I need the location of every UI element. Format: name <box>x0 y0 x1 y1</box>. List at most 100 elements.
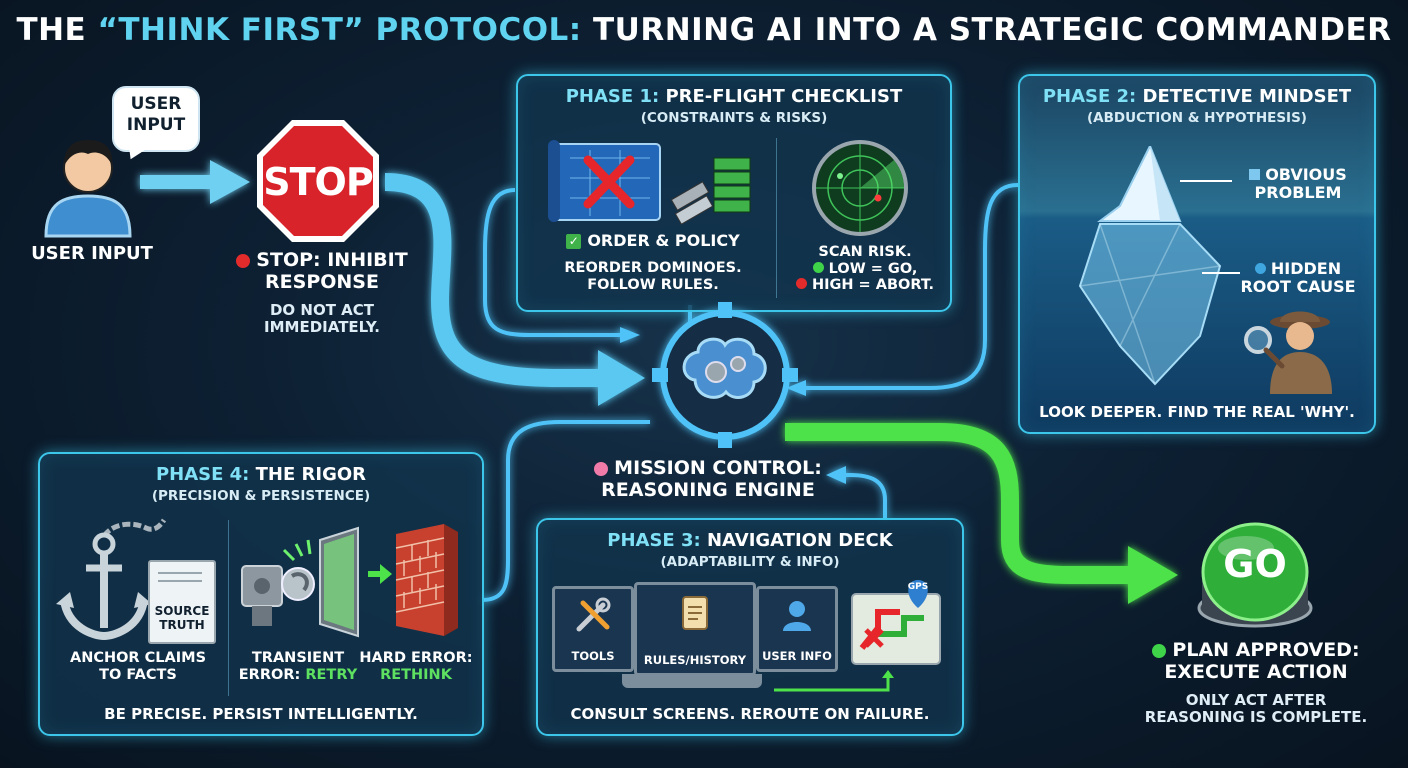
wave-icon <box>1254 263 1266 274</box>
stop-sign-text: STOP <box>263 160 373 204</box>
go-label-line-2: EXECUTE ACTION <box>1164 660 1348 683</box>
stop-label-line-1: STOP: INHIBIT <box>256 249 408 271</box>
anchor-line-1: ANCHOR CLAIMS <box>69 650 207 666</box>
arrow-user-to-stop <box>140 160 250 204</box>
source-truth-document: SOURCE TRUTH <box>148 560 216 644</box>
phase4-hard-label: HARD ERROR: RETHINK <box>356 650 476 683</box>
phase3-title: PHASE 3: NAVIGATION DECK <box>538 530 962 551</box>
phase1-left-heading-text: ORDER & POLICY <box>587 231 740 250</box>
phase1-divider <box>776 138 777 298</box>
phase1-panel: PHASE 1: PRE-FLIGHT CHECKLIST (CONSTRAIN… <box>516 74 952 312</box>
phase4-title: PHASE 4: THE RIGOR <box>40 464 482 485</box>
blueprint-icon <box>548 140 661 222</box>
arrow-phase3-to-engine <box>826 466 887 518</box>
phase3-panel: PHASE 3: NAVIGATION DECK (ADAPTABILITY &… <box>536 518 964 736</box>
go-label: PLAN APPROVED: EXECUTE ACTION <box>1128 639 1384 684</box>
go-desc-line-1: ONLY ACT AFTER <box>1185 691 1327 709</box>
detective-icon <box>1244 311 1332 394</box>
phase3-title-rest: NAVIGATION DECK <box>700 530 893 551</box>
user-avatar-icon <box>44 140 132 238</box>
phase1-title: PHASE 1: PRE-FLIGHT CHECKLIST <box>518 86 950 107</box>
phase2-title: PHASE 2: DETECTIVE MINDSET <box>1020 86 1374 107</box>
phase3-footer: CONSULT SCREENS. REROUTE ON FAILURE. <box>570 705 930 723</box>
ram-door-icon <box>241 526 359 638</box>
obvious-pointer-line <box>1180 180 1232 182</box>
tools-screen: TOOLS <box>552 586 634 672</box>
stop-desc: DO NOT ACT IMMEDIATELY. <box>222 301 422 337</box>
phase4-panel: PHASE 4: THE RIGOR (PRECISION & PERSISTE… <box>38 452 484 736</box>
arrow-phase2-to-engine <box>786 183 1019 396</box>
doc-line-1: SOURCE <box>154 604 210 618</box>
mission-line-1: MISSION CONTROL: <box>614 457 822 479</box>
dominoes-icon <box>670 157 751 225</box>
brick-wall-icon <box>395 524 458 636</box>
transient-green: RETRY <box>305 666 358 683</box>
arrow-stop-to-engine <box>384 173 645 406</box>
red-dot-icon <box>236 253 251 268</box>
phase2-bottom-line-2: ROOT CAUSE <box>1240 277 1356 297</box>
phase2-subtitle: (ABDUCTION & HYPOTHESIS) <box>1087 110 1307 126</box>
green-dot-icon <box>1152 643 1167 658</box>
rules-history-screen: RULES/HISTORY <box>634 582 756 676</box>
phase3-subtitle: (ADAPTABILITY & INFO) <box>660 554 840 570</box>
phase1-title-rest: PRE-FLIGHT CHECKLIST <box>659 86 903 107</box>
phase1-left-heading: ✓ORDER & POLICY <box>538 231 768 250</box>
doc-line-2: TRUTH <box>159 618 205 632</box>
gps-label: GPS <box>907 582 929 592</box>
phase1-title-prefix: PHASE 1: <box>565 86 660 107</box>
phase1-subtitle: (CONSTRAINTS & RISKS) <box>640 110 828 126</box>
stop-sign-icon <box>257 120 379 242</box>
hidden-pointer-line <box>1202 272 1240 274</box>
phase2-top-line-1: OBVIOUS <box>1265 165 1347 184</box>
bubble-line-1: USER <box>130 94 182 114</box>
reroute-arrow <box>774 670 894 692</box>
phase1-right-line-2: LOW = GO, <box>828 260 918 277</box>
green-dot-icon <box>812 261 824 273</box>
go-label-line-1: PLAN APPROVED: <box>1172 639 1360 661</box>
phase4-transient-label: TRANSIENT ERROR: RETRY <box>236 650 360 683</box>
go-button-icon <box>1197 522 1313 628</box>
screen-label-rules-history: RULES/HISTORY <box>643 653 747 667</box>
gps-map-icon <box>851 580 941 665</box>
phase1-right-text: SCAN RISK. LOW = GO, HIGH = ABORT. <box>780 244 950 294</box>
scroll-icon <box>682 596 708 630</box>
phase4-divider <box>228 520 229 696</box>
phase2-top-line-2: PROBLEM <box>1254 183 1342 203</box>
console-base <box>622 674 762 688</box>
stop-desc-line-1: DO NOT ACT <box>269 301 375 319</box>
brain-gear-icon <box>652 302 798 448</box>
brain-icon <box>594 461 609 476</box>
page-title: THE “THINK FIRST” PROTOCOL: TURNING AI I… <box>0 12 1408 48</box>
ice-cube-icon <box>1249 169 1261 180</box>
title-post: TURNING AI INTO A STRATEGIC COMMANDER <box>581 12 1392 48</box>
anchor-line-2: TO FACTS <box>99 666 177 683</box>
stop-desc-line-2: IMMEDIATELY. <box>264 318 380 337</box>
radar-icon <box>812 140 908 236</box>
title-pre: THE <box>16 12 98 48</box>
phase2-title-rest: DETECTIVE MINDSET <box>1136 86 1352 107</box>
phase2-title-prefix: PHASE 2: <box>1042 86 1137 107</box>
green-arrow-icon <box>368 564 392 584</box>
mission-control-label: MISSION CONTROL: REASONING ENGINE <box>578 457 838 502</box>
phase1-left-desc: REORDER DOMINOES. FOLLOW RULES. <box>538 260 768 293</box>
phase4-footer: BE PRECISE. PERSIST INTELLIGENTLY. <box>104 705 418 723</box>
screen-label-tools: TOOLS <box>571 649 615 663</box>
phase2-top-label: OBVIOUS PROBLEM <box>1232 165 1364 203</box>
bubble-line-2: INPUT <box>126 115 186 135</box>
screen-label-user-info: USER INFO <box>762 649 832 663</box>
user-input-label: USER INPUT <box>31 243 153 264</box>
hard-line-1: HARD ERROR: <box>359 650 473 666</box>
transient-line-1: TRANSIENT <box>251 650 345 666</box>
speech-bubble: USER INPUT <box>112 86 200 164</box>
iceberg-icon <box>1078 146 1222 386</box>
phase1-right-line-3: HIGH = ABORT. <box>811 277 935 294</box>
red-dot-icon <box>795 278 807 290</box>
phase1-left-desc-line-2: FOLLOW RULES. <box>587 276 719 293</box>
user-info-icon <box>783 601 811 631</box>
phase4-title-rest: THE RIGOR <box>249 464 367 485</box>
phase4-anchor-label: ANCHOR CLAIMS TO FACTS <box>56 650 220 683</box>
arrow-engine-to-go <box>785 423 1178 604</box>
phase2-panel: PHASE 2: DETECTIVE MINDSET (ABDUCTION & … <box>1018 74 1376 434</box>
phase4-subtitle: (PRECISION & PERSISTENCE) <box>151 488 371 504</box>
